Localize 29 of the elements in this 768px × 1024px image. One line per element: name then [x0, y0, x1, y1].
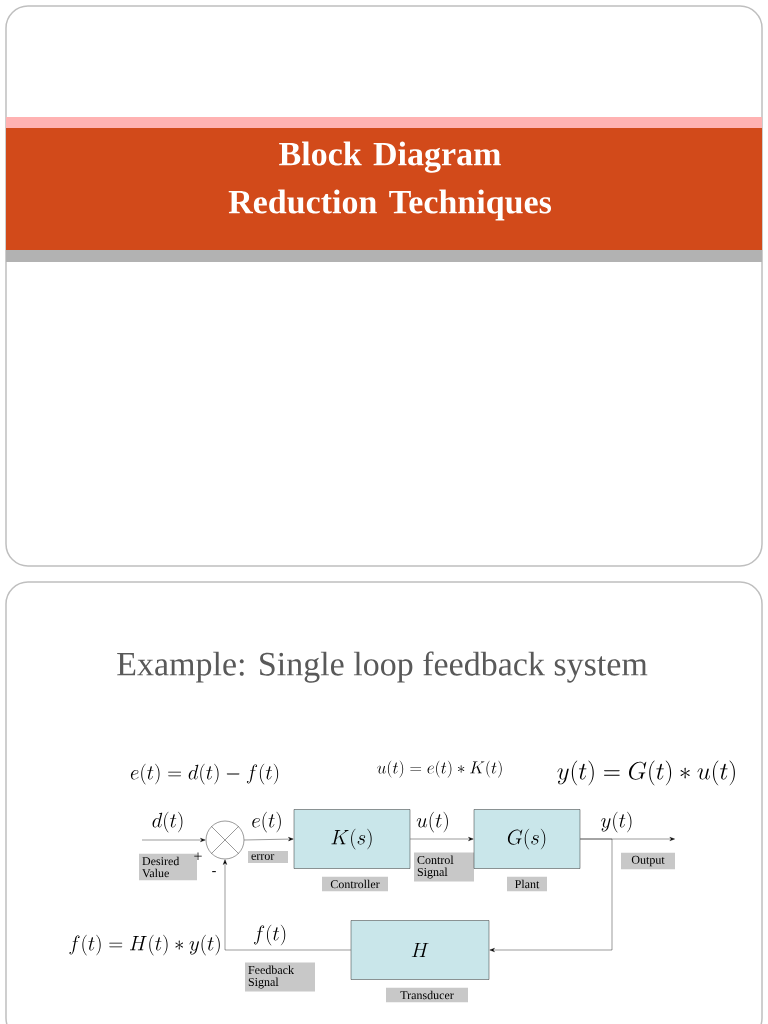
- process-box: $H$: [350, 920, 490, 980]
- tag-label: Plant: [507, 876, 547, 892]
- edge-label: $e(t)$: [250, 810, 284, 834]
- arrow: [410, 837, 474, 841]
- equation: $e(t)=d(t)-f(t)$: [130, 763, 279, 785]
- sign-label: +: [194, 852, 202, 860]
- process-box: $K(s)$: [293, 809, 411, 869]
- equation: $f(t)=H(t)*y(t)$: [69, 934, 220, 956]
- tag-label: Transducer: [386, 987, 468, 1003]
- arrow: [489, 838, 613, 952]
- tag-label: Feedback Signal: [245, 962, 315, 992]
- equation: $y(t)=G(t)*u(t)$: [557, 760, 735, 786]
- equation: $u(t)=e(t)*K(t)$: [377, 760, 502, 778]
- process-box: $G(s)$: [473, 809, 581, 869]
- tag-label: Controller: [322, 876, 388, 892]
- tag-label: Control Signal: [414, 852, 474, 882]
- title-banner: Block Diagram Reduction Techniques: [6, 117, 762, 262]
- sign-label: -: [212, 871, 216, 873]
- tag-label: Output: [621, 852, 675, 870]
- arrow: [223, 859, 351, 951]
- edge-label: $f(t)$: [251, 923, 289, 947]
- summing-junction: [205, 820, 245, 860]
- arrow: [244, 837, 294, 842]
- edge-label: $u(t)$: [415, 810, 451, 834]
- edge-label: $y(t)$: [599, 810, 635, 834]
- edge-label: $d(t)$: [150, 810, 186, 834]
- slide-heading: Example: Single loop feedback system: [117, 651, 648, 683]
- tag-label: error: [248, 851, 288, 863]
- arrow: [141, 838, 206, 842]
